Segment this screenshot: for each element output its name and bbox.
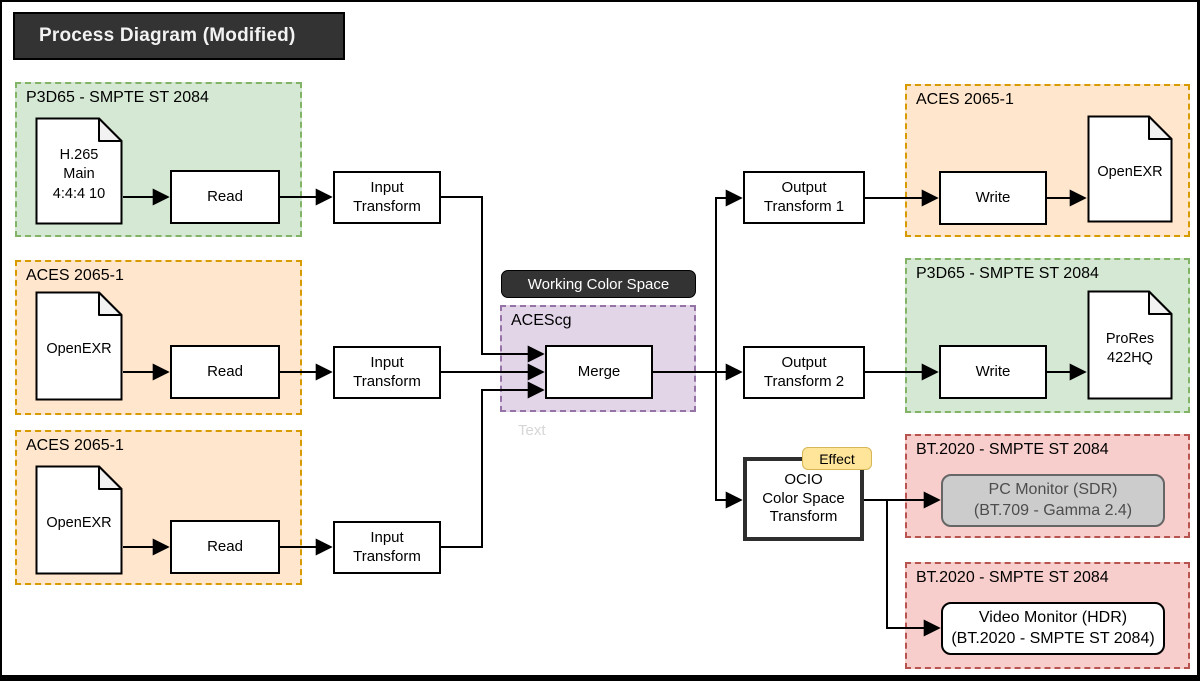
- group-label: P3D65 - SMPTE ST 2084: [916, 265, 1099, 282]
- document-icon: [35, 291, 123, 401]
- document-icon: [1087, 290, 1173, 400]
- group-label: ACEScg: [511, 312, 572, 329]
- working-color-space-label: Working Color Space: [501, 270, 696, 298]
- group-label: BT.2020 - SMPTE ST 2084: [916, 441, 1109, 458]
- page-title: Process Diagram (Modified): [13, 12, 345, 60]
- node-merge: Merge: [545, 345, 653, 399]
- node-write-2: Write: [939, 345, 1047, 399]
- arrow-it1-merge: [441, 196, 545, 363]
- document-icon: [35, 117, 123, 225]
- document-prores-output: ProRes 422HQ: [1087, 290, 1173, 400]
- document-label: OpenEXR: [46, 341, 112, 358]
- node-read-3: Read: [170, 520, 280, 574]
- node-write-1: Write: [939, 171, 1047, 225]
- pc-monitor-sdr: PC Monitor (SDR) (BT.709 - Gamma 2.4): [941, 474, 1165, 527]
- node-read-1: Read: [170, 170, 280, 224]
- connector-arrows: [123, 188, 1087, 637]
- arrow-merge-ot1: [715, 189, 743, 372]
- document-label: OpenEXR: [46, 515, 112, 532]
- group-label: BT.2020 - SMPTE ST 2084: [916, 569, 1109, 586]
- document-label: ProRes 422HQ: [1105, 330, 1155, 366]
- document-openexr-source-1: OpenEXR: [35, 291, 123, 401]
- group-label: ACES 2065-1: [26, 267, 124, 284]
- node-ocio-color-space-transform: OCIO Color Space Transform: [743, 457, 864, 541]
- group-label: P3D65 - SMPTE ST 2084: [26, 89, 209, 106]
- arrow-ocio-video-monitor: [886, 500, 941, 637]
- group-label: ACES 2065-1: [26, 437, 124, 454]
- effect-tag: Effect: [802, 447, 872, 470]
- video-monitor-hdr: Video Monitor (HDR) (BT.2020 - SMPTE ST …: [941, 602, 1165, 655]
- page-title-text: Process Diagram (Modified): [39, 25, 296, 46]
- document-openexr-source-2: OpenEXR: [35, 465, 123, 575]
- document-icon: [35, 465, 123, 575]
- document-label: OpenEXR: [1097, 164, 1163, 181]
- arrow-merge-ocio: [715, 372, 743, 509]
- placeholder-text: Text: [518, 422, 546, 439]
- arrow-it3-merge: [441, 381, 545, 548]
- document-openexr-output: OpenEXR: [1087, 115, 1173, 223]
- document-h265-source: H.265 Main 4:4:4 10: [35, 117, 123, 225]
- node-read-2: Read: [170, 345, 280, 399]
- document-icon: [1087, 115, 1173, 223]
- document-label: H.265 Main 4:4:4 10: [52, 147, 106, 202]
- group-label: ACES 2065-1: [916, 91, 1014, 108]
